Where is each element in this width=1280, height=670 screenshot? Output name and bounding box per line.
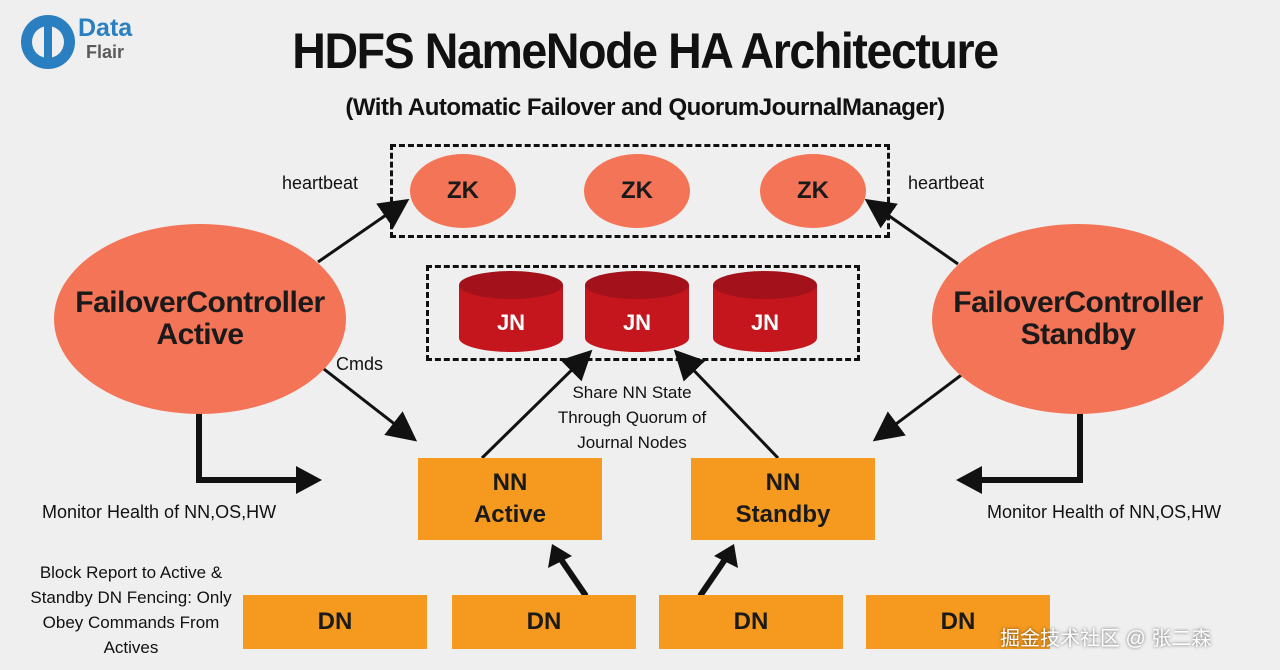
watermark: 掘金技术社区 @ 张二森 — [1000, 628, 1212, 650]
arrow-monitor-right — [980, 400, 1083, 483]
arrow-monitor-left — [196, 400, 300, 483]
heartbeat-label-left: heartbeat — [282, 173, 359, 193]
database-cylinder-icon — [459, 271, 563, 352]
monitor-health-label-left: Monitor Health of NN,OS,HW — [42, 502, 277, 522]
monitor-health-label-right: Monitor Health of NN,OS,HW — [987, 502, 1222, 522]
zookeeper-group — [390, 144, 890, 238]
zookeeper-node-1: ZK — [410, 154, 516, 228]
arrow-heartbeat-right — [864, 198, 959, 266]
journal-node-label: JN — [496, 310, 526, 335]
journal-node-2: JN — [584, 270, 690, 354]
database-cylinder-icon — [585, 271, 689, 352]
logo-text-flair: Flair — [86, 42, 125, 62]
block-report-line: Block Report to Active & — [39, 563, 223, 582]
arrow-nn-standby-to-jn — [673, 349, 780, 460]
arrow-dn-to-nn-standby — [697, 556, 729, 598]
page-title: HDFS NameNode HA Architecture — [292, 23, 999, 79]
dataflair-logo-icon — [21, 15, 75, 69]
zookeeper-node-3: ZK — [760, 154, 866, 228]
share-state-label: Share NN State Through Quorum of Journal… — [540, 380, 724, 455]
journal-node-3: JN — [712, 270, 818, 354]
logo-text-data: Data — [78, 14, 133, 42]
journal-node-1: JN — [458, 270, 564, 354]
arrow-fc-standby-to-nn — [872, 368, 969, 442]
fc-active-line2: Active — [156, 318, 244, 351]
journal-node-label: JN — [622, 310, 652, 335]
block-report-line: Actives — [103, 638, 159, 657]
nn-standby-line1: NN — [765, 469, 801, 496]
block-report-line: Standby DN Fencing: Only — [30, 588, 232, 607]
failover-controller-active: FailoverController Active — [54, 224, 346, 414]
failover-controller-standby: FailoverController Standby — [932, 224, 1224, 414]
datanode-4: DN — [866, 595, 1050, 649]
journal-node-label: JN — [750, 310, 780, 335]
namenode-active: NN Active — [418, 458, 602, 540]
arrow-nn-active-to-jn — [480, 349, 593, 460]
page-subtitle: (With Automatic Failover and QuorumJourn… — [345, 94, 945, 121]
nn-active-line2: Active — [473, 501, 547, 528]
nn-active-line1: NN — [492, 469, 528, 496]
datanode-2: DN — [452, 595, 636, 649]
cmds-label: Cmds — [336, 354, 384, 374]
share-state-line: Journal Nodes — [577, 433, 687, 452]
datanode-3: DN — [659, 595, 843, 649]
block-report-label: Block Report to Active & Standby DN Fenc… — [16, 560, 246, 660]
arrow-dn-to-nn-active — [557, 556, 589, 598]
heartbeat-label-right: heartbeat — [908, 173, 985, 193]
nn-standby-line2: Standby — [735, 501, 831, 528]
namenode-standby: NN Standby — [691, 458, 875, 540]
block-report-line: Obey Commands From — [42, 613, 220, 632]
logo: Data Flair — [18, 12, 148, 72]
database-cylinder-icon — [713, 271, 817, 352]
arrow-cmds — [319, 364, 418, 442]
share-state-line: Through Quorum of — [557, 408, 707, 427]
share-state-line: Share NN State — [572, 383, 692, 402]
zookeeper-node-2: ZK — [584, 154, 690, 228]
datanode-1: DN — [243, 595, 427, 649]
journal-group — [426, 265, 860, 361]
fc-active-line1: FailoverController — [75, 286, 325, 319]
arrow-heartbeat-left — [317, 198, 410, 264]
fc-standby-line1: FailoverController — [953, 286, 1203, 319]
fc-standby-line2: Standby — [1020, 318, 1136, 351]
